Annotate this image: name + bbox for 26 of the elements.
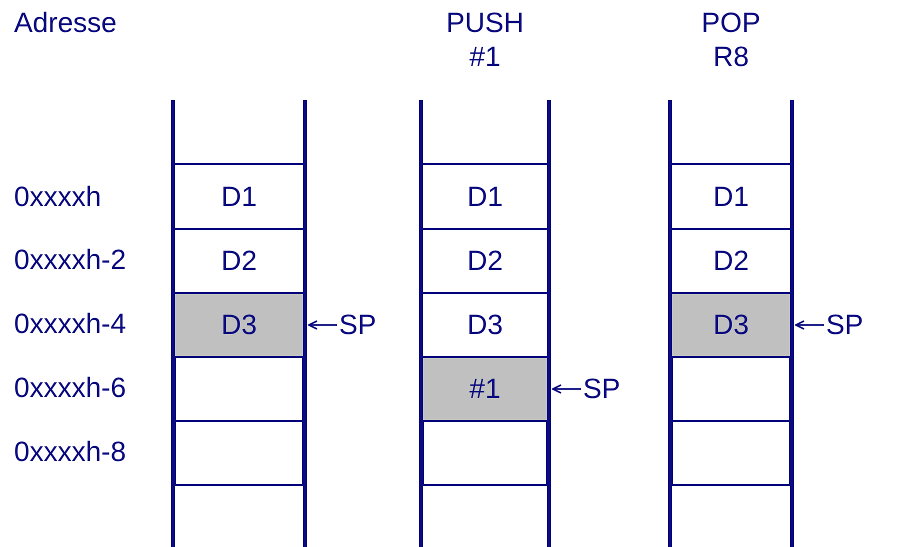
operation-heading: POP R8	[700, 6, 762, 74]
column-heading: Adresse	[14, 6, 117, 40]
stack-pointer-label: SP	[826, 309, 878, 341]
address-label: 0xxxxh-6	[14, 371, 126, 405]
arrow	[308, 320, 337, 330]
stack-cell: D2	[423, 228, 547, 294]
arrow	[552, 384, 581, 394]
address-label: 0xxxxh-4	[14, 307, 126, 341]
stack-cell: D1	[175, 163, 303, 230]
stack-cell: D3	[175, 292, 303, 358]
stack-cell: D1	[672, 163, 790, 230]
stack-cell: D1	[423, 163, 547, 230]
stack-pointer-label: SP	[339, 309, 391, 341]
stack-cell	[672, 420, 790, 486]
stack-cell	[175, 420, 303, 486]
arrow	[795, 320, 824, 330]
stack-cell: #1	[423, 356, 547, 422]
stack-cell	[175, 356, 303, 422]
address-label: 0xxxxh-8	[14, 435, 126, 469]
stack-cell: D3	[672, 292, 790, 358]
stack-cell	[423, 420, 547, 486]
stack-cell	[672, 356, 790, 422]
operation-heading: PUSH #1	[445, 6, 525, 74]
address-label: 0xxxxh-2	[14, 243, 126, 277]
address-label: 0xxxxh	[14, 180, 102, 214]
stack-pointer-label: SP	[583, 373, 635, 405]
